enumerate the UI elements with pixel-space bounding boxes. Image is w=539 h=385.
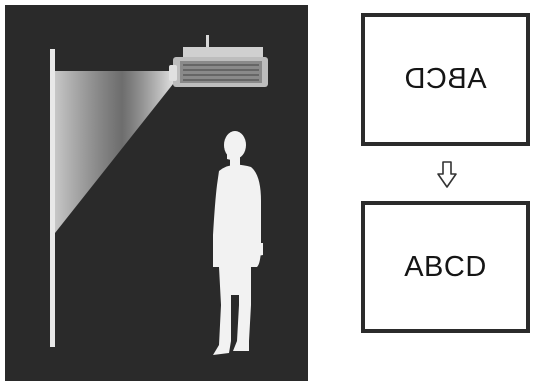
projector-icon [169,35,268,87]
arrow-down-icon [437,161,457,188]
scene-illustration [50,35,268,355]
corrected-image-panel: ABCD [361,201,530,333]
person-silhouette-icon [213,131,263,355]
projection-screen-icon [50,49,55,347]
corrected-text: ABCD [404,250,487,283]
mirrored-text: ABCD [404,63,487,95]
mirrored-image-panel: ABCD [361,13,530,146]
rear-projection-scene [5,5,308,381]
light-beam-icon [55,71,177,233]
